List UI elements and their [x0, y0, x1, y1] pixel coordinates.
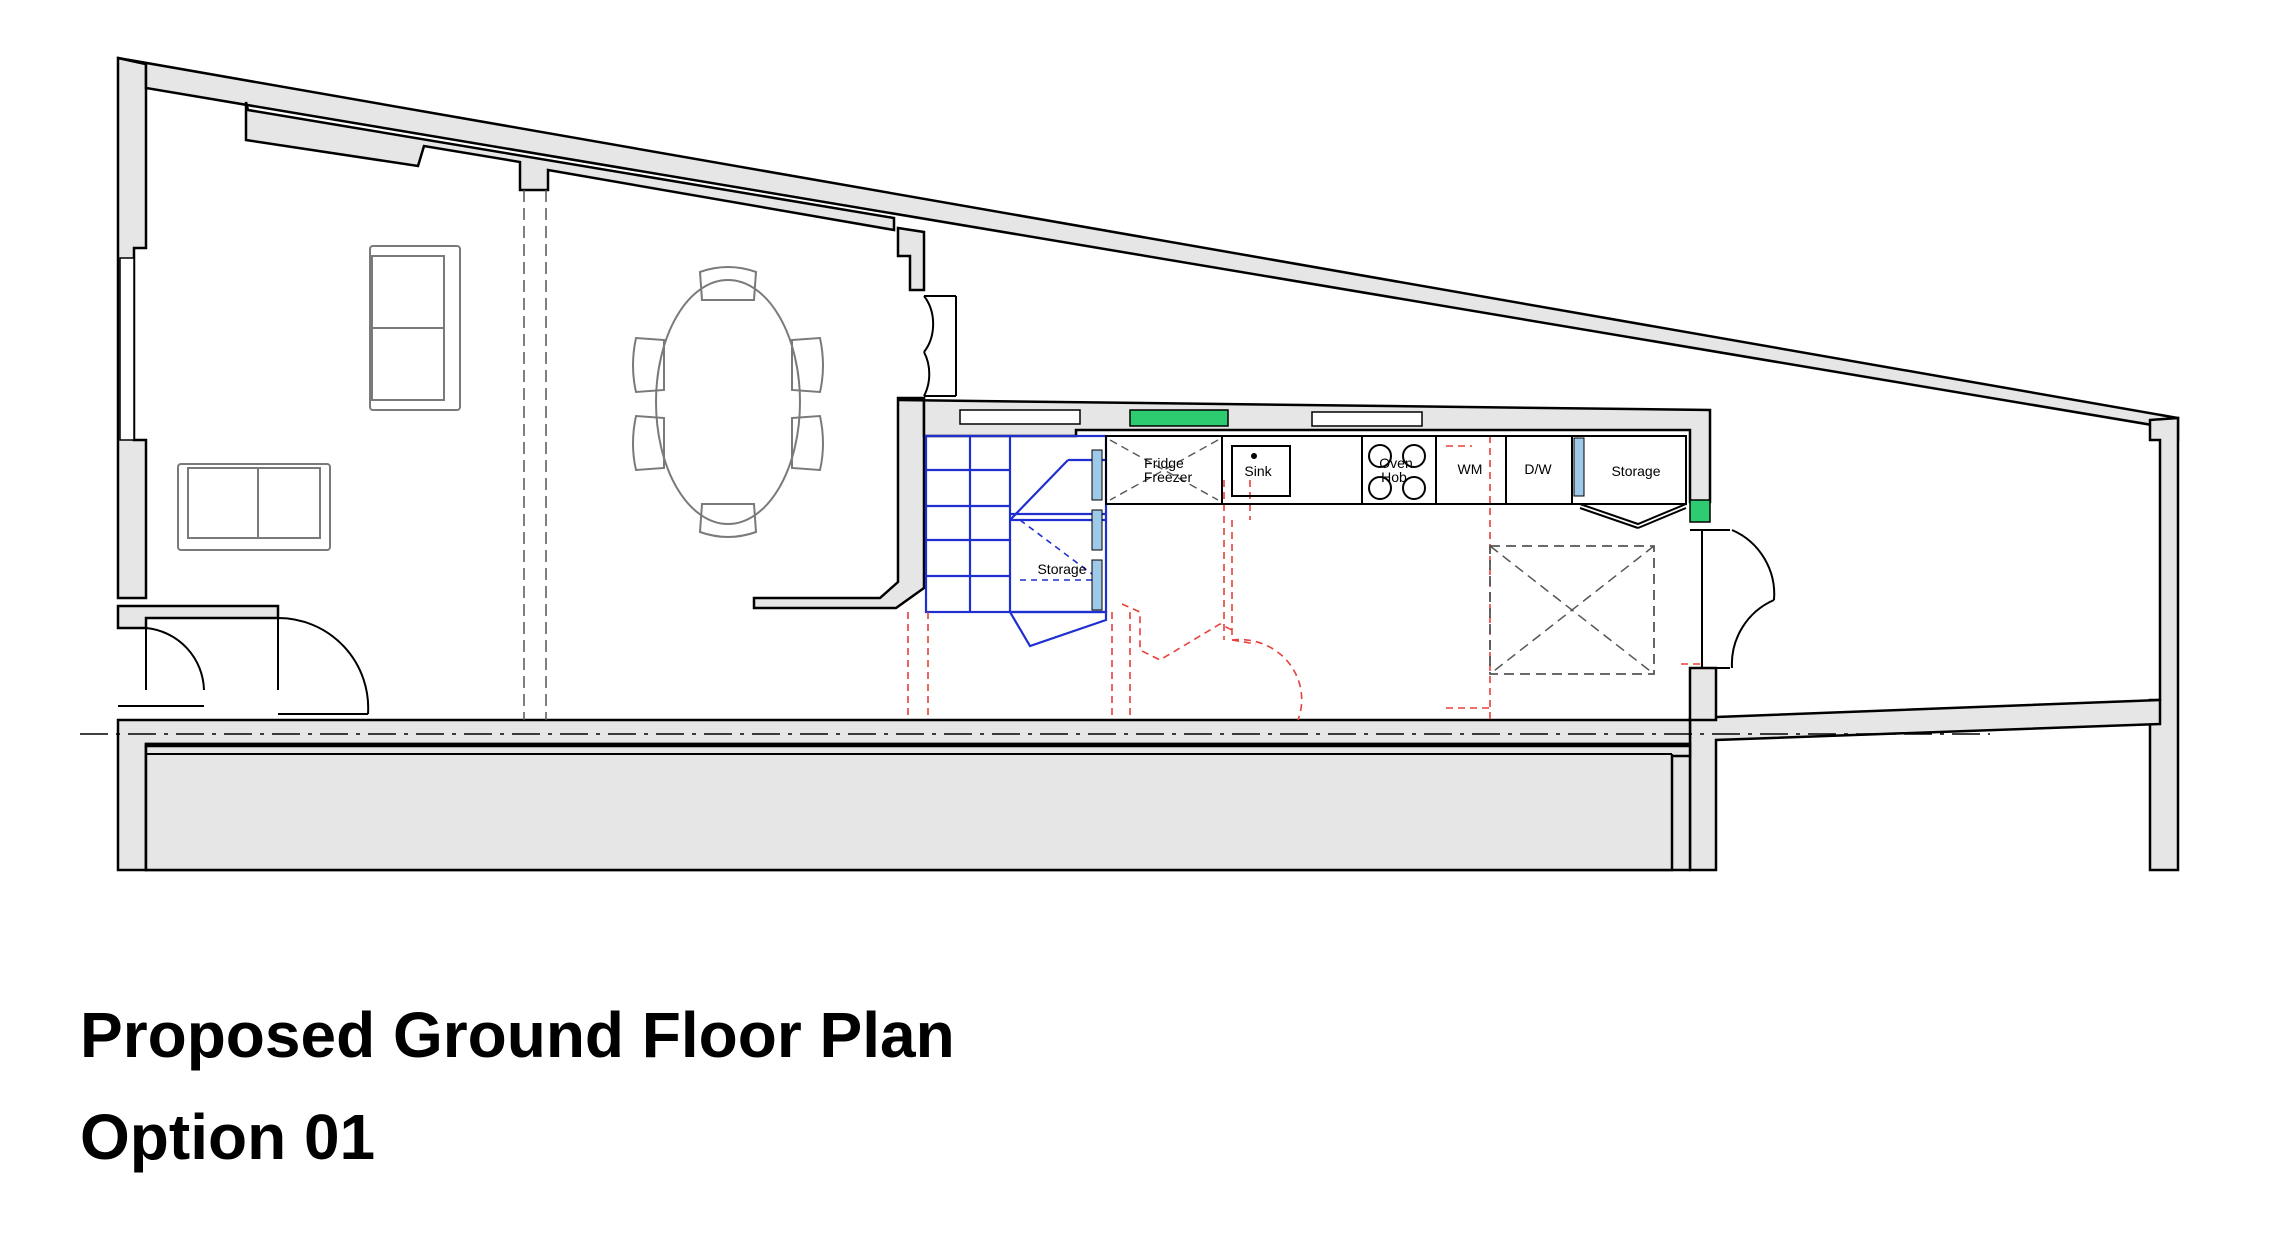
staircase — [924, 434, 1108, 648]
stair-storage-label: Storage — [1037, 561, 1086, 577]
hob-label: Hob — [1381, 469, 1407, 485]
kitchen-units — [1105, 435, 1687, 529]
wm-label: WM — [1458, 461, 1483, 477]
sofa-left — [177, 463, 331, 551]
opening-dashed-lines — [523, 190, 547, 720]
drawing-title: Proposed Ground Floor Plan — [80, 999, 955, 1071]
existing-removed-elements — [907, 436, 1700, 721]
interior-walls — [116, 226, 1718, 722]
exterior-walls — [116, 56, 2180, 872]
freezer-label: Freezer — [1144, 469, 1193, 485]
dw-label: D/W — [1524, 461, 1552, 477]
sink-label: Sink — [1244, 463, 1272, 479]
dining-table — [632, 266, 824, 538]
dining-chair — [632, 266, 824, 538]
doors — [118, 295, 1776, 715]
rooflight-outline — [1489, 545, 1655, 675]
sofa-right — [369, 245, 461, 411]
drawing-subtitle: Option 01 — [80, 1101, 376, 1173]
oven-label: Oven — [1379, 455, 1412, 471]
fridge-label: Fridge — [1144, 455, 1184, 471]
kitchen-storage-label: Storage — [1611, 463, 1660, 479]
